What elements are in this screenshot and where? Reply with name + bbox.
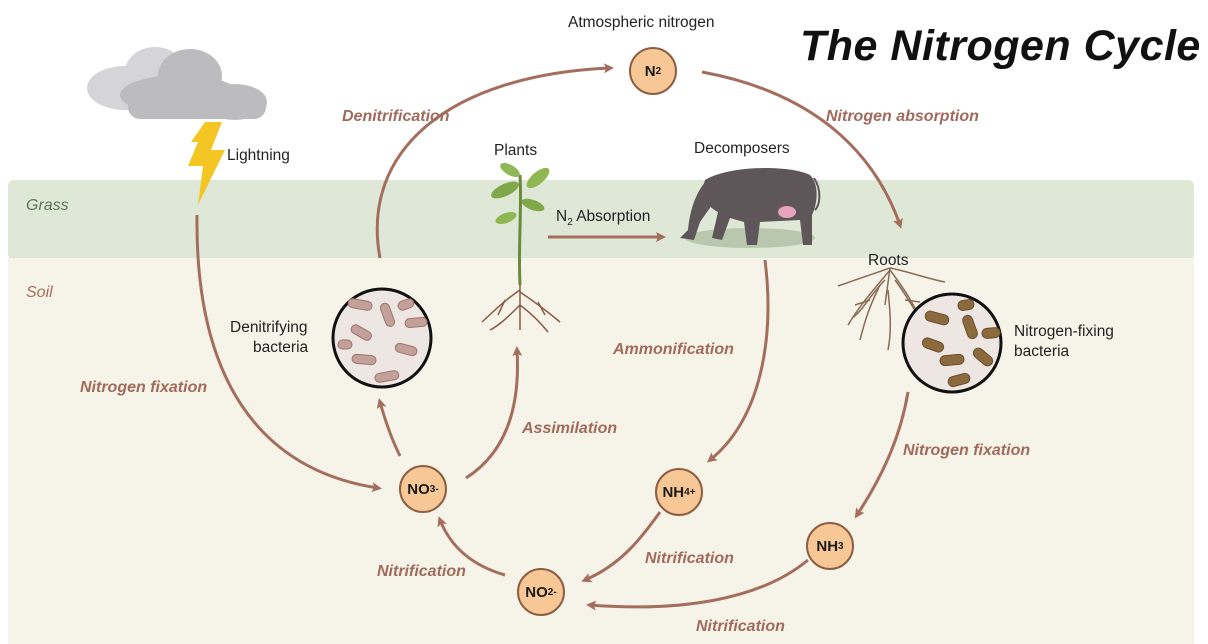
- plants-label: Plants: [494, 142, 537, 160]
- denitrifying-bacteria-label: Denitrifying bacteria: [230, 318, 308, 358]
- arrow-denitrification: [377, 68, 610, 258]
- nitrogen-fixing-bacteria-label: Nitrogen-fixing bacteria: [1014, 322, 1114, 362]
- nitrogen-fixation-right-label: Nitrogen fixation: [903, 442, 1030, 460]
- arrow-assimilation: [466, 350, 517, 478]
- plant-icon: [482, 160, 560, 332]
- lightning-bolt-icon: [188, 122, 225, 205]
- arrow-nh4-to-no2: [585, 512, 660, 580]
- arrow-ammonification: [710, 260, 768, 460]
- arrow-nitrogen-fixation-bacteria: [857, 392, 908, 515]
- diagram-title: The Nitrogen Cycle: [800, 22, 1201, 71]
- cow-icon: [680, 168, 819, 248]
- nitrification-no2-label: Nitrification: [377, 563, 466, 581]
- decomposers-label: Decomposers: [694, 140, 790, 158]
- ammonification-label: Ammonification: [613, 341, 734, 359]
- soil-zone-label: Soil: [26, 284, 53, 302]
- denitrification-label: Denitrification: [342, 108, 450, 126]
- atmospheric-nitrogen-label: Atmospheric nitrogen: [568, 14, 714, 32]
- nitrification-nh4-label: Nitrification: [645, 550, 734, 568]
- nitrification-nh3-label: Nitrification: [696, 618, 785, 636]
- denitrifying-bacteria-circle: [333, 289, 431, 387]
- nitrogen-fixing-bacteria-circle: [903, 294, 1001, 392]
- lightning-label: Lightning: [227, 147, 290, 165]
- cloud-icon: [87, 47, 267, 120]
- roots-label: Roots: [868, 252, 909, 270]
- assimilation-label: Assimilation: [522, 420, 617, 438]
- grass-zone-label: Grass: [26, 197, 69, 215]
- nitrogen-fixation-left-label: Nitrogen fixation: [80, 379, 207, 397]
- arrow-no3-to-denitrifying: [380, 402, 400, 456]
- nitrogen-absorption-label: Nitrogen absorption: [826, 108, 979, 126]
- n2-absorption-label: N2 Absorption: [556, 208, 650, 228]
